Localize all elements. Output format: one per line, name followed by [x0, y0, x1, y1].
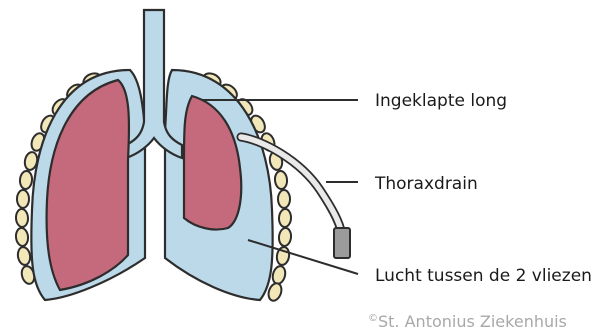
label-chest-drain: Thoraxdrain — [374, 174, 478, 194]
label-air-between-pleura: Lucht tussen de 2 vliezen — [375, 266, 592, 286]
credit-line: ©St. Antonius Ziekenhuis — [368, 312, 567, 331]
label-collapsed-lung: Ingeklapte long — [375, 91, 507, 111]
drain-tip — [334, 228, 350, 258]
copyright-symbol: © — [368, 313, 378, 324]
credit-text: St. Antonius Ziekenhuis — [378, 312, 567, 331]
